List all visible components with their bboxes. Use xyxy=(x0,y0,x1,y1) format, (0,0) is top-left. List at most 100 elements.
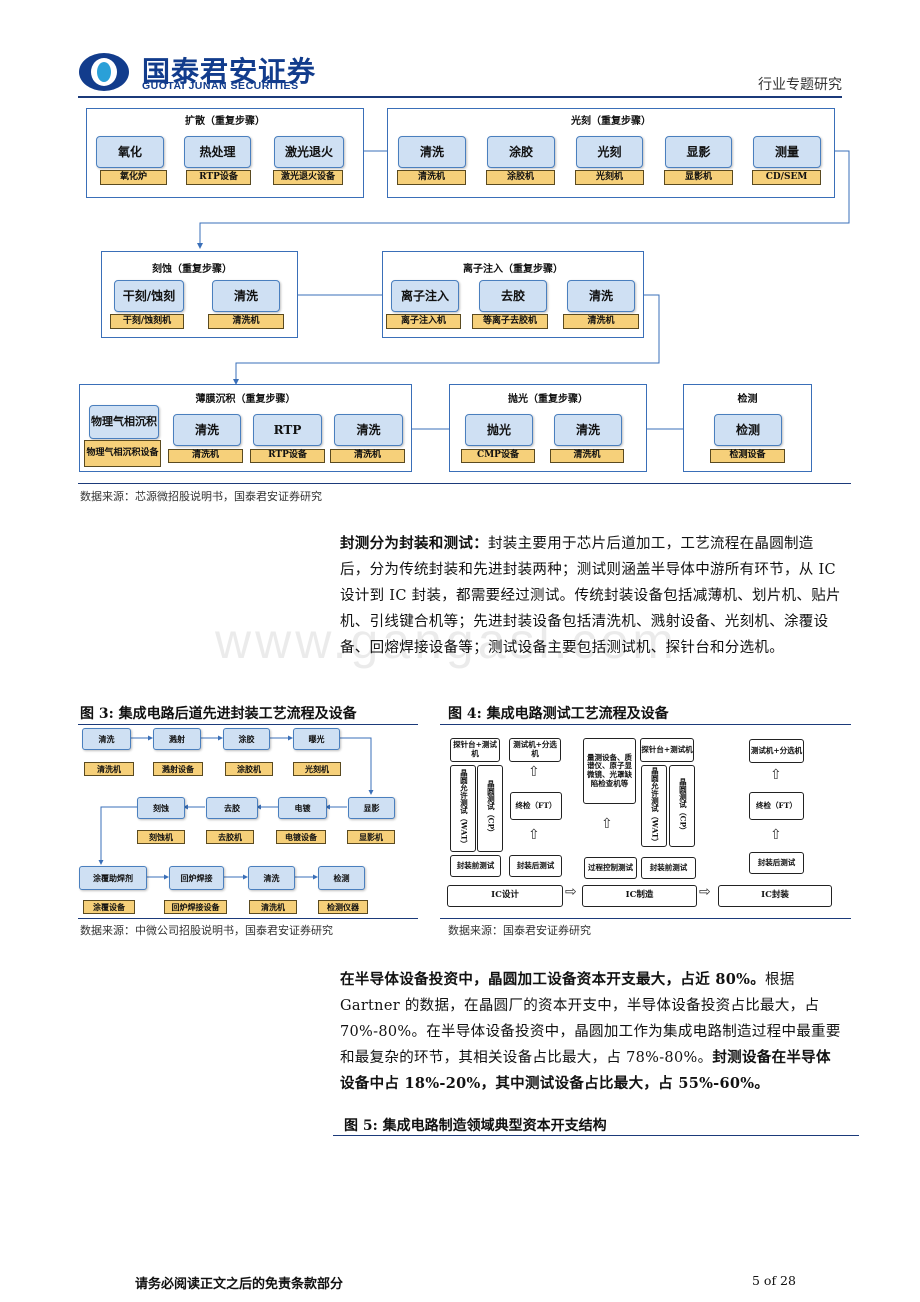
equip-developer: 显影机 xyxy=(347,830,395,844)
process-control-test-box: 过程控制测试 xyxy=(584,857,637,879)
step-plating: 电镀 xyxy=(278,797,327,819)
company-logo-icon xyxy=(78,52,130,92)
equip-cleaner: 清洗机 xyxy=(84,762,134,776)
step-clean: 清洗 xyxy=(82,728,131,750)
equip-reflow: 回炉焊接设备 xyxy=(164,900,227,914)
step-strip: 去胶 xyxy=(479,280,547,312)
ft-box: 终检（FT） xyxy=(749,792,804,820)
step-develop: 显影 xyxy=(348,797,395,819)
step-clean: 清洗 xyxy=(248,866,295,890)
brand-name-cn: 国泰君安证券 xyxy=(142,55,317,88)
step-clean: 清洗 xyxy=(212,280,280,312)
step-polish: 抛光 xyxy=(465,414,533,446)
equip-litho: 光刻机 xyxy=(293,762,341,776)
step-reflow: 回炉焊接 xyxy=(169,866,224,890)
group-title: 光刻（重复步骤） xyxy=(571,116,651,127)
step-laser-anneal: 激光退火 xyxy=(274,136,344,168)
pre-package-test-box: 封装前测试 xyxy=(450,855,501,877)
fig3-title-rule xyxy=(78,724,418,725)
group-title: 薄膜沉积（重复步骤） xyxy=(195,394,296,405)
group-title: 离子注入（重复步骤） xyxy=(463,264,563,275)
group-title: 抛光（重复步骤） xyxy=(508,394,588,405)
step-measure: 测量 xyxy=(753,136,821,168)
step-ion-implant: 离子注入 xyxy=(391,280,459,312)
step-clean: 清洗 xyxy=(398,136,466,168)
paragraph-capex: 在半导体设备投资中，晶圆加工设备资本开支最大，占近 80%。根据 Gartner… xyxy=(340,967,843,1097)
step-litho: 光刻 xyxy=(576,136,643,168)
tester-handler-box: 测试机+分选机 xyxy=(509,738,561,762)
step-clean: 清洗 xyxy=(554,414,622,446)
equip-cmp: CMP设备 xyxy=(461,449,535,463)
equip-etcher: 干刻/蚀刻机 xyxy=(110,314,184,329)
equip-cleaner: 清洗机 xyxy=(249,900,297,914)
probe-tester-box: 探针台+测试机 xyxy=(450,738,500,762)
equip-laser-anneal: 激光退火设备 xyxy=(273,170,343,185)
brand-name-en: GUOTAI JUNAN SECURITIES xyxy=(142,80,299,92)
watermark-text: www.gangasl.com xyxy=(215,613,678,669)
equip-inspection: 检测设备 xyxy=(710,449,785,463)
wat-box: 晶圆允许测试（WAT） xyxy=(450,765,476,852)
equip-cleaner: 清洗机 xyxy=(208,314,284,329)
equip-coater: 涂胶机 xyxy=(486,170,555,185)
equip-plating: 电镀设备 xyxy=(276,830,326,844)
group-title: 检测 xyxy=(737,394,758,405)
step-rtp: RTP xyxy=(253,414,322,446)
equip-rtp: RTP设备 xyxy=(250,449,325,463)
step-develop: 显影 xyxy=(665,136,732,168)
tester-handler-box: 测试机+分选机 xyxy=(749,739,804,763)
step-expose: 曝光 xyxy=(293,728,340,750)
page-number: 5 of 28 xyxy=(752,1273,796,1288)
paragraph-packaging-testing: 封测分为封装和测试：封装主要用于芯片后道加工，工艺流程在晶圆制造后，分为传统封装… xyxy=(340,531,843,661)
fig5-title: 图 5: 集成电路制造领域典型资本开支结构 xyxy=(344,1118,607,1134)
up-arrow-icon: ⇧ xyxy=(770,767,782,783)
step-inspect: 检测 xyxy=(318,866,365,890)
equip-cleaner: 清洗机 xyxy=(563,314,639,329)
ft-box: 终检（FT） xyxy=(510,792,562,820)
fig5-title-rule xyxy=(333,1135,859,1136)
paragraph-conclusion: 封测设备在半导体设备中占 18%-20%，其中测试设备占比最大，占 55%-60… xyxy=(340,1049,831,1092)
post-package-test-box: 封装后测试 xyxy=(749,852,804,874)
step-pvd: 物理气相沉积 xyxy=(89,405,159,439)
paragraph-lead: 在半导体设备投资中，晶圆加工设备资本开支最大，占近 80%。 xyxy=(340,971,766,988)
probe-tester-box: 探针台+测试机 xyxy=(640,738,694,762)
equip-oxidation: 氧化炉 xyxy=(100,170,167,185)
equip-cleaner: 清洗机 xyxy=(550,449,624,463)
fig4-bottom-rule xyxy=(440,918,851,919)
equip-inspection: 检测仪器 xyxy=(318,900,368,914)
fig4-source: 数据来源：国泰君安证券研究 xyxy=(448,924,591,937)
cp-box: 晶圆测试（CP） xyxy=(669,765,695,847)
up-arrow-icon: ⇧ xyxy=(601,816,613,832)
step-strip: 去胶 xyxy=(206,797,258,819)
stage-ic-design: IC设计 xyxy=(447,885,563,907)
post-package-test-box: 封装后测试 xyxy=(509,855,562,877)
equip-plasma-stripper: 等离子去胶机 xyxy=(472,314,548,329)
step-clean: 清洗 xyxy=(173,414,241,446)
equip-cleaner: 清洗机 xyxy=(397,170,466,185)
fig3-bottom-rule xyxy=(78,918,418,919)
paragraph-lead: 封测分为封装和测试： xyxy=(340,535,488,552)
equip-litho: 光刻机 xyxy=(575,170,644,185)
equip-sputter: 溅射设备 xyxy=(153,762,203,776)
step-dry-etch: 干刻/蚀刻 xyxy=(114,280,184,312)
header-divider xyxy=(78,96,842,98)
equip-etcher: 刻蚀机 xyxy=(137,830,185,844)
step-clean: 清洗 xyxy=(334,414,403,446)
equip-cleaner: 清洗机 xyxy=(168,449,243,463)
equip-coater: 涂胶机 xyxy=(225,762,273,776)
report-type: 行业专题研究 xyxy=(758,77,842,93)
fig4-title: 图 4: 集成电路测试工艺流程及设备 xyxy=(448,706,669,722)
step-clean: 清洗 xyxy=(567,280,635,312)
fig3-title: 图 3: 集成电路后道先进封装工艺流程及设备 xyxy=(80,706,357,722)
equip-cleaner: 清洗机 xyxy=(330,449,405,463)
equip-cdsem: CD/SEM xyxy=(752,170,821,185)
up-arrow-icon: ⇧ xyxy=(528,827,540,843)
fig4-title-rule xyxy=(440,724,851,725)
stage-ic-manufacture: IC制造 xyxy=(582,885,697,907)
group-title: 扩散（重复步骤） xyxy=(185,116,265,127)
equip-implanter: 离子注入机 xyxy=(386,314,461,329)
right-arrow-icon: ⇨ xyxy=(699,884,711,900)
pre-package-test-box: 封装前测试 xyxy=(641,857,696,879)
fig3-source: 数据来源：中微公司招股说明书，国泰君安证券研究 xyxy=(80,924,333,937)
fig2-bottom-rule xyxy=(78,483,851,484)
cp-box: 晶圆测试（CP） xyxy=(477,765,503,852)
